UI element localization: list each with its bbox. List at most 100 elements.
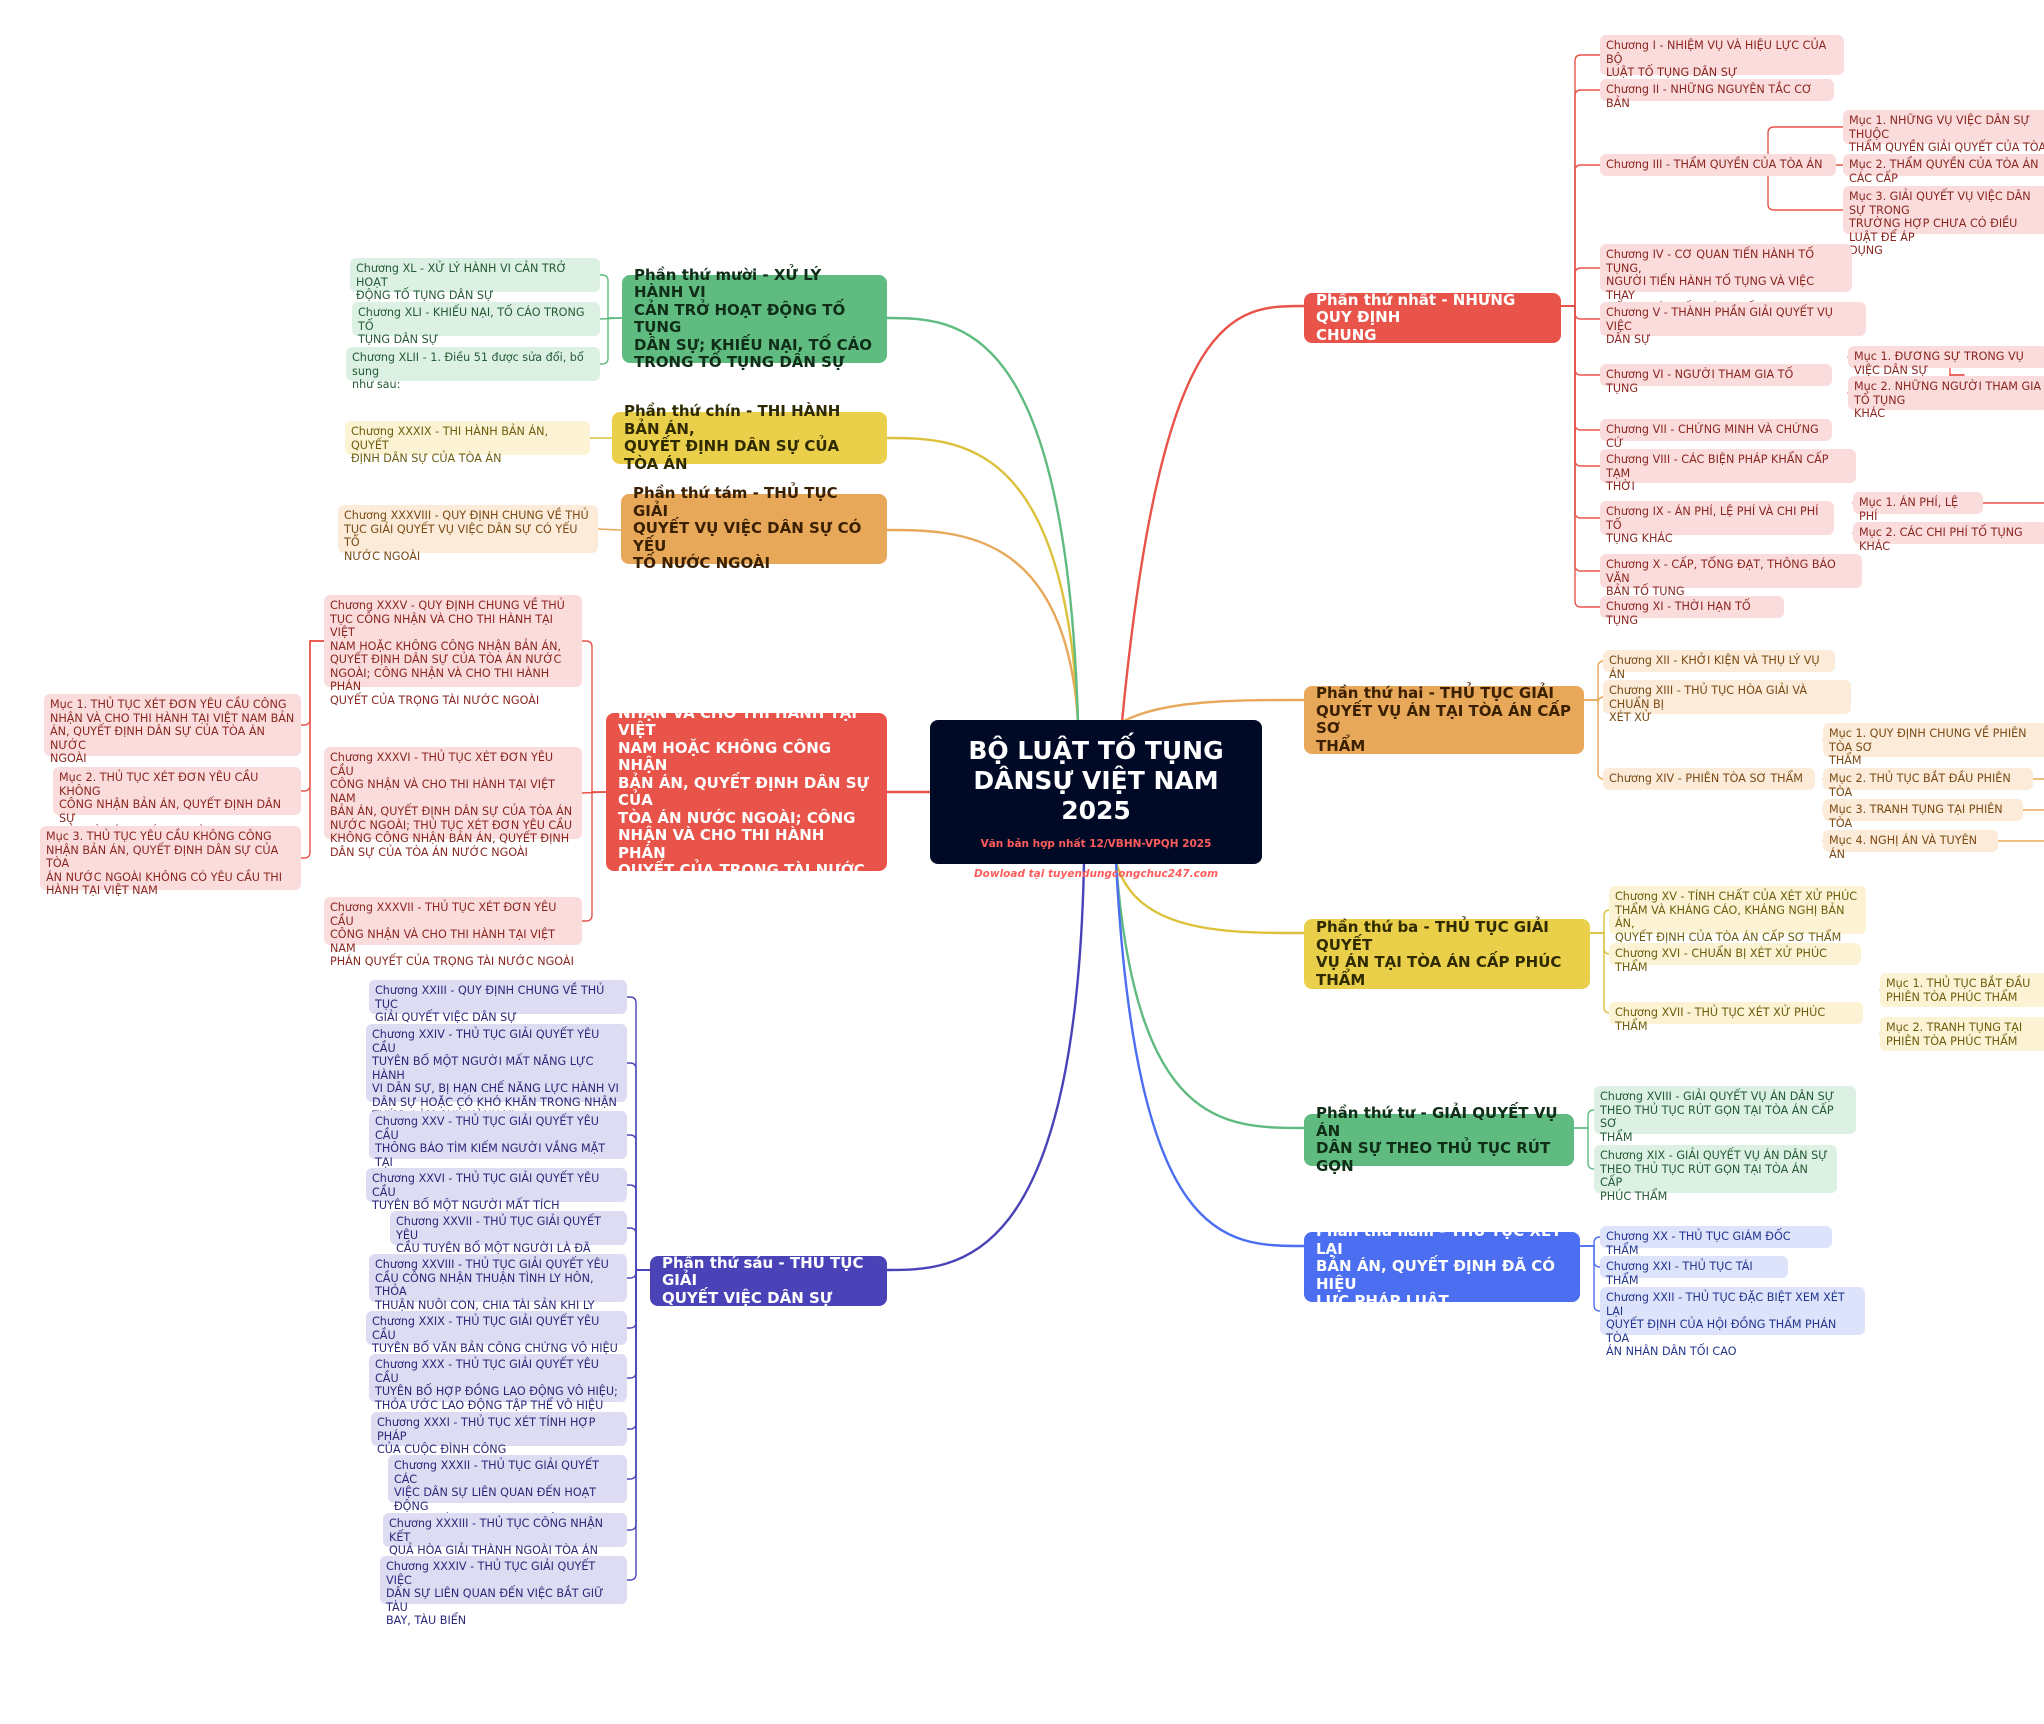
root-title: BỘ LUẬT TỐ TỤNG DÂNSỰ VIỆT NAM 2025 (968, 736, 1224, 825)
chapter-node-10[interactable]: Mục 1. ĐƯƠNG SỰ TRONG VỤ VIỆC DÂN SỰ (1848, 346, 2044, 377)
part-node-9[interactable]: Phần thứ chín - THI HÀNH BẢN ÁN,QUYẾT ĐỊ… (612, 402, 887, 472)
chapter-node-29[interactable]: Mục 1. THỦ TỤC BẮT ĐẦU PHIÊN TÒA PHÚC TH… (1880, 973, 2044, 1007)
chapter-node-5[interactable]: Mục 2. THẨM QUYỀN CỦA TÒA ÁN CÁC CẤP (1843, 154, 2044, 185)
chapter-node-18[interactable]: Chương XI - THỜI HẠN TỐ TỤNG (1600, 596, 1784, 627)
edge-part-4 (1114, 860, 1306, 1130)
edge-chapter-43 (626, 1269, 651, 1379)
chapter-node-23[interactable]: Mục 2. THỦ TỤC BẮT ĐẦU PHIÊN TÒA (1823, 768, 2033, 799)
chapter-node-33[interactable]: Chương XX - THỦ TỤC GIÁM ĐỐC THẨM (1600, 1226, 1832, 1257)
chapter-node-21-text: Chương XIV - PHIÊN TÒA SƠ THẨM (1609, 772, 1803, 785)
chapter-node-15[interactable]: Mục 1. ÁN PHÍ, LỆ PHÍ (1853, 492, 1983, 523)
chapter-node-28-text: Chương XVII - THỦ TỤC XÉT XỬ PHÚC THẨM (1615, 1006, 1826, 1033)
chapter-node-7[interactable]: Chương IV - CƠ QUAN TIẾN HÀNH TỐ TỤNG,NG… (1600, 244, 1852, 315)
edge-part-1 (1120, 304, 1306, 724)
chapter-node-30[interactable]: Mục 2. TRANH TỤNG TẠI PHIÊN TÒA PHÚC THẨ… (1880, 1017, 2044, 1051)
edge-chapter-53 (581, 791, 607, 922)
chapter-node-27[interactable]: Chương XVI - CHUẨN BỊ XÉT XỬ PHÚC THẨM (1609, 943, 1861, 974)
chapter-node-42[interactable]: Chương XXIX - THỦ TỤC GIẢI QUYẾT YÊU CẦU… (366, 1311, 627, 1355)
chapter-node-13-text: Chương VIII - CÁC BIỆN PHÁP KHẨN CẤP TẠM… (1606, 453, 1829, 493)
chapter-node-8[interactable]: Chương V - THÀNH PHẦN GIẢI QUYẾT VỤ VIỆC… (1600, 302, 1866, 346)
edge-chapter-46 (626, 1269, 651, 1531)
chapter-node-13[interactable]: Chương VIII - CÁC BIỆN PHÁP KHẨN CẤP TẠM… (1600, 449, 1856, 493)
edge-chapter-50 (300, 640, 325, 726)
chapter-node-16-text: Mục 2. CÁC CHI PHÍ TỐ TỤNG KHÁC (1859, 526, 2023, 553)
chapter-node-36[interactable]: Chương XXIII - QUY ĐỊNH CHUNG VỀ THỦ TỤC… (369, 980, 627, 1024)
chapter-node-37[interactable]: Chương XXIV - THỦ TỤC GIẢI QUYẾT YÊU CẦU… (366, 1024, 627, 1122)
part-node-9-text: Phần thứ chín - THI HÀNH BẢN ÁN,QUYẾT ĐỊ… (624, 402, 841, 473)
chapter-node-20-text: Chương XIII - THỦ TỤC HÒA GIẢI VÀ CHUẨN … (1609, 684, 1807, 724)
chapter-node-20[interactable]: Chương XIII - THỦ TỤC HÒA GIẢI VÀ CHUẨN … (1603, 680, 1851, 724)
edge-chapter-52 (300, 640, 325, 859)
chapter-node-3[interactable]: Chương III - THẨM QUYỀN CỦA TÒA ÁN (1600, 154, 1836, 176)
chapter-node-2[interactable]: Chương II - NHỮNG NGUYÊN TẮC CƠ BẢN (1600, 79, 1834, 110)
edge-chapter-36 (626, 996, 651, 1271)
edge-chapter-2 (1560, 89, 1601, 307)
chapter-node-39[interactable]: Chương XXVI - THỦ TỤC GIẢI QUYẾT YÊU CẦU… (366, 1168, 627, 1212)
edge-chapter-48 (581, 640, 607, 793)
edge-part-9 (885, 436, 1080, 724)
chapter-node-58[interactable]: Chương XLII - 1. Điều 51 được sửa đổi, b… (346, 347, 600, 391)
chapter-node-16[interactable]: Mục 2. CÁC CHI PHÍ TỐ TỤNG KHÁC (1853, 522, 2044, 553)
chapter-node-19[interactable]: Chương XII - KHỞI KIỆN VÀ THỤ LÝ VỤ ÁN (1603, 650, 1835, 681)
edge-chapter-9 (1560, 305, 1601, 376)
chapter-node-9[interactable]: Chương VI - NGƯỜI THAM GIA TỐ TỤNG (1600, 364, 1832, 395)
download-link[interactable]: Dowload tại tuyendungcongchuc247.com (973, 868, 1219, 880)
edge-chapter-45 (626, 1269, 651, 1480)
chapter-node-24[interactable]: Mục 3. TRANH TỤNG TẠI PHIÊN TÒA (1823, 799, 2023, 830)
chapter-node-35[interactable]: Chương XXII - THỦ TỤC ĐẶC BIỆT XEM XÉT L… (1600, 1287, 1865, 1358)
chapter-node-8-text: Chương V - THÀNH PHẦN GIẢI QUYẾT VỤ VIỆC… (1606, 306, 1833, 346)
chapter-node-14[interactable]: Chương IX - ÁN PHÍ, LỆ PHÍ VÀ CHI PHÍ TỐ… (1600, 501, 1834, 545)
chapter-node-3-text: Chương III - THẨM QUYỀN CỦA TÒA ÁN (1606, 158, 1823, 171)
chapter-node-34[interactable]: Chương XXI - THỦ TỤC TÁI THẨM (1600, 1256, 1788, 1287)
chapter-node-21[interactable]: Chương XIV - PHIÊN TÒA SƠ THẨM (1603, 768, 1815, 790)
edge-chapter-58 (599, 317, 623, 365)
chapter-node-12[interactable]: Chương VII - CHỨNG MINH VÀ CHỨNG CỨ (1600, 419, 1832, 450)
chapter-node-36-text: Chương XXIII - QUY ĐỊNH CHUNG VỀ THỦ TỤC… (375, 984, 605, 1024)
chapter-node-25[interactable]: Mục 4. NGHỊ ÁN VÀ TUYÊN ÁN (1823, 830, 1998, 861)
chapter-node-28[interactable]: Chương XVII - THỦ TỤC XÉT XỬ PHÚC THẨM (1609, 1002, 1863, 1033)
